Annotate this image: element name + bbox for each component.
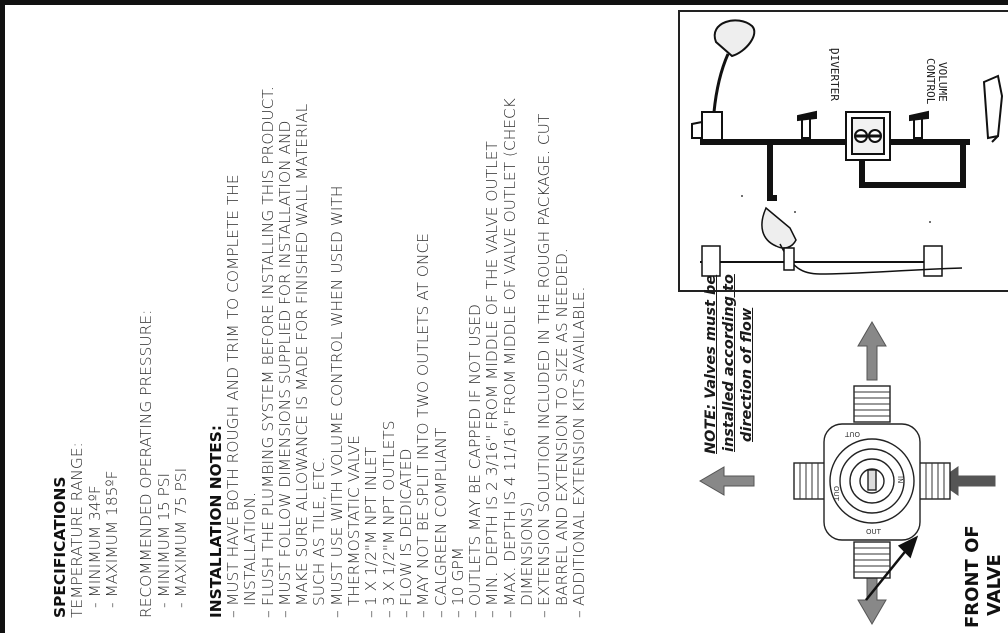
installation-note: MAY NOT BE SPLIT INTO TWO OUTLETS AT ONC… (414, 12, 432, 618)
installation-notes-heading: INSTALLATION NOTES: (206, 425, 225, 618)
installation-note: MAKE SURE ALLOWANCE IS MADE FOR FINISHED… (293, 103, 312, 606)
port-out-top: OUT (845, 430, 860, 438)
valve-flow-diagram: OUT OUT OUT IN NOTE: Valves must be inst… (690, 274, 1008, 633)
front-pointer-arrow (865, 535, 919, 601)
installation-note: OUTLETS MAY BE CAPPED IF NOT USED (466, 12, 484, 618)
installation-note: INSTALLATION. (241, 492, 260, 606)
flow-note-line3: direction of flow (739, 307, 755, 442)
installation-note: MAX. DEPTH IS 4 11/16" FROM MIDDLE OF VA… (501, 12, 519, 618)
shower-head-icon (691, 19, 756, 141)
installation-note: 3 X 1/2"M NPT OUTLETS (380, 12, 398, 618)
installation-note: 1 X 1/2"M NPT INLET (362, 12, 380, 618)
installation-note: FLUSH THE PLUMBING SYSTEM BEFORE INSTALL… (259, 12, 277, 618)
pressure-label: RECOMMENDED OPERATING PRESSURE: (137, 309, 156, 618)
installation-note: MUST FOLLOW DIMENSIONS SUPPLIED FOR INST… (276, 12, 294, 618)
temp-min: - MINIMUM 34ºF (85, 485, 104, 608)
valve-drawing (699, 321, 996, 625)
front-of-valve-line1: FRONT OF (962, 525, 983, 628)
flow-note-line1: NOTE: Valves must be (703, 274, 719, 454)
volume-control-label-1: VOLUME (936, 62, 949, 102)
installation-note: THERMOSTATIC VALVE (345, 435, 364, 606)
plumbing-diagram: DIVERTER VOLUME CONTROL (678, 10, 1008, 292)
specifications-heading: SPECIFICATIONS (51, 476, 69, 618)
installation-note: EXTENSION SOLUTION INCLUDED IN THE ROUGH… (535, 12, 553, 618)
flow-note-line2: installed according to (721, 274, 737, 452)
temperature-range-label: TEMPERATURE RANGE: (68, 442, 87, 618)
installation-note: DIMENSIONS) (518, 501, 537, 606)
installation-note: 10 GPM (449, 12, 467, 618)
valve-body-icon (793, 385, 951, 579)
spec-text-column: SPECIFICATIONS TEMPERATURE RANGE: - MINI… (50, 12, 680, 620)
installation-note: MUST USE WITH VOLUME CONTROL WHEN USED W… (328, 12, 346, 618)
installation-notes-list: MUST HAVE BOTH ROUGH AND TRIM TO COMPLET… (224, 12, 588, 618)
installation-note: SUCH AS TILE, ETC. (310, 456, 329, 606)
arrow-left-icon (699, 466, 755, 496)
diagram-specks (741, 49, 931, 223)
valve-box-icon (845, 111, 891, 161)
installation-note: CALGREEN COMPLIANT (432, 12, 450, 618)
port-out-left: OUT (832, 486, 840, 501)
installation-note: BARREL AND EXTENSION TO SIZE AS NEEDED. (552, 248, 571, 606)
plumbing-diagram-drawing (691, 19, 1004, 277)
hand-shower-icon (982, 74, 1004, 143)
installation-note: MUST HAVE BOTH ROUGH AND TRIM TO COMPLET… (224, 12, 242, 618)
slide-bar-icon (700, 206, 963, 277)
arrow-up-icon (857, 321, 887, 381)
diverter-handle-icon (797, 110, 929, 139)
front-of-valve-line2: VALVE (984, 554, 1005, 616)
installation-note: FLOW IS DEDICATED (397, 12, 415, 618)
diverter-label: DIVERTER (828, 48, 841, 101)
installation-note: ADDITIONAL EXTENSION KITS AVAILABLE. (570, 12, 588, 618)
volume-control-label-2: CONTROL (924, 58, 937, 105)
flow-arrows (699, 321, 996, 625)
pressure-max: - MAXIMUM 75 PSI (172, 467, 191, 608)
port-out-bottom: OUT (866, 528, 881, 536)
pipe-lines (700, 139, 970, 201)
port-in: IN (896, 476, 904, 484)
temp-max: - MAXIMUM 185ºF (102, 470, 121, 608)
installation-note: MIN. DEPTH IS 2 3/16" FROM MIDDLE OF THE… (483, 12, 501, 618)
pressure-min: - MINIMUM 15 PSI (154, 472, 173, 608)
